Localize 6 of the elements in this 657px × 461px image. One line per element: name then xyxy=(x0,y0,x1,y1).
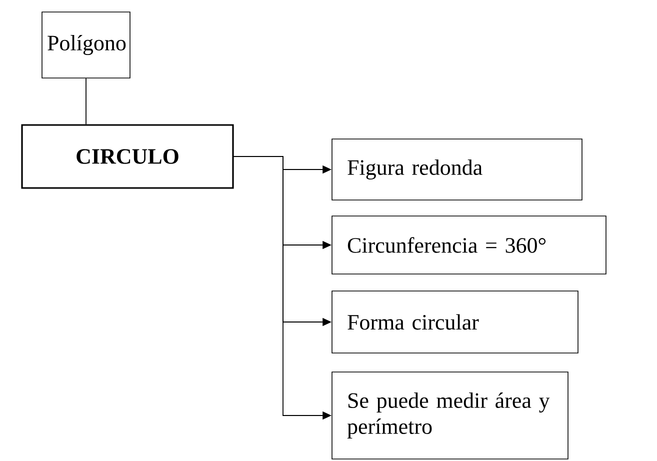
concept-box: Figura redonda xyxy=(332,138,582,200)
concept-box: Forma circular xyxy=(332,290,578,354)
concept-box: CIRCULO xyxy=(21,124,234,189)
concept-box: Circunferencia = 360° xyxy=(332,216,606,274)
concept-box: Se puede medir área y perímetro xyxy=(332,372,568,460)
concept-box: Polígono xyxy=(42,12,130,78)
